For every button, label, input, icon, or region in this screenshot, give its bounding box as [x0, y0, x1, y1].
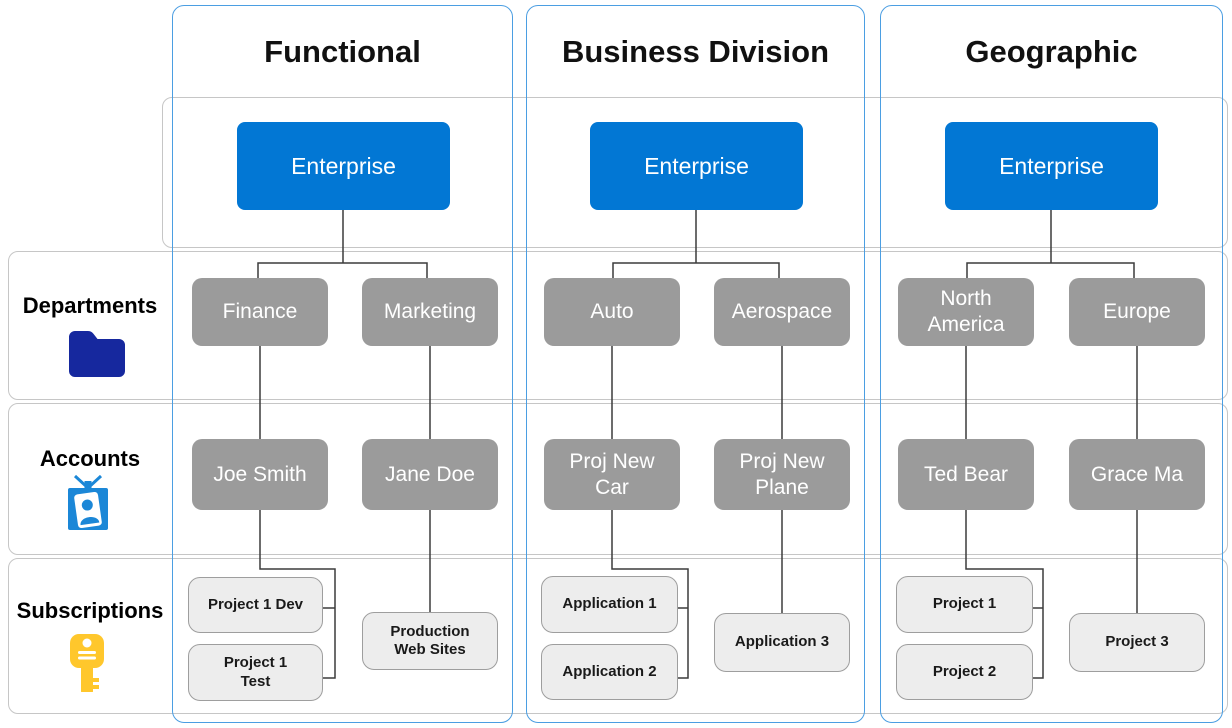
connector [612, 210, 780, 278]
folder-icon [61, 324, 127, 383]
subscription-node: Production Web Sites [362, 612, 498, 670]
account-node: Jane Doe [362, 439, 498, 510]
department-node: North America [898, 278, 1034, 346]
subscription-node: Application 2 [541, 644, 678, 700]
connector [611, 510, 689, 679]
column-business-division [526, 5, 865, 723]
enterprise-node: Enterprise [237, 122, 450, 210]
column-geographic [880, 5, 1223, 723]
account-node: Grace Ma [1069, 439, 1205, 510]
subscription-node: Project 1 [896, 576, 1033, 633]
connector [611, 346, 783, 439]
column-title-geographic: Geographic [965, 34, 1138, 69]
department-node: Marketing [362, 278, 498, 346]
subscription-node: Application 1 [541, 576, 678, 633]
column-functional [172, 5, 513, 723]
connector [966, 210, 1135, 278]
account-node: Proj New Plane [714, 439, 850, 510]
department-node: Aerospace [714, 278, 850, 346]
subscription-node: Project 1 Test [188, 644, 323, 701]
account-node: Joe Smith [192, 439, 328, 510]
connector [965, 510, 1044, 679]
department-node: Finance [192, 278, 328, 346]
subscription-node: Project 1 Dev [188, 577, 323, 633]
enterprise-node: Enterprise [590, 122, 803, 210]
subscription-node: Application 3 [714, 613, 850, 672]
connector [257, 210, 428, 278]
account-node: Proj New Car [544, 439, 680, 510]
enterprise-node: Enterprise [945, 122, 1158, 210]
subscriptions-label: Subscriptions [16, 598, 164, 623]
connector [259, 346, 431, 439]
id-badge-icon [66, 474, 110, 537]
subscription-node: Project 3 [1069, 613, 1205, 672]
column-title-business-division: Business Division [561, 34, 830, 69]
accounts-label: Accounts [39, 446, 141, 471]
account-node: Ted Bear [898, 439, 1034, 510]
column-title-functional: Functional [264, 34, 421, 69]
department-node: Auto [544, 278, 680, 346]
connector [965, 346, 1138, 439]
departments-label: Departments [22, 293, 158, 318]
key-icon [69, 630, 105, 697]
connector [259, 510, 336, 679]
department-node: Europe [1069, 278, 1205, 346]
subscription-node: Project 2 [896, 644, 1033, 700]
